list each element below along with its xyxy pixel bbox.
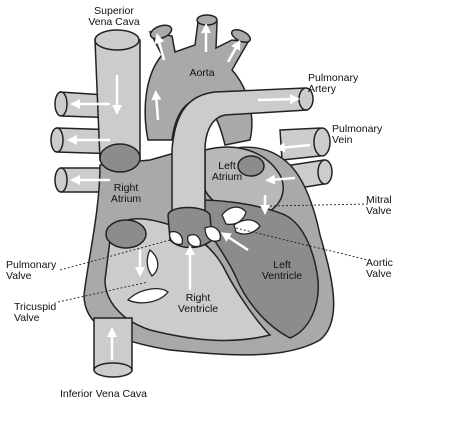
pointer-lines: [57, 203, 369, 303]
aortic-valve-leaflets: [204, 226, 221, 242]
right-pulmonary-veins: [279, 127, 333, 191]
label-pulmonary-artery: Pulmonary Artery: [308, 72, 359, 95]
mitral-valve-leaflet-2: [233, 219, 261, 235]
label-superior-vena-cava: Superior Vena Cava: [88, 5, 140, 28]
label-tricuspid-valve: Tricuspid Valve: [14, 301, 57, 324]
valves: [126, 206, 261, 304]
label-aorta: Aorta: [189, 67, 215, 79]
flow-arrows: [67, 23, 311, 360]
label-pulmonary-vein: Pulmonary Vein: [332, 123, 383, 146]
mitral-valve-leaflets: [221, 206, 247, 226]
right-atrium-opening: [105, 219, 147, 249]
label-inferior-vena-cava: Inferior Vena Cava: [60, 388, 147, 400]
pulmonary-valve-leaflet-2: [187, 234, 202, 248]
label-left-atrium: Left Atrium: [211, 160, 243, 183]
pulmonary-vein-opening: [237, 155, 265, 177]
inferior-vena-cava-bottom: [93, 362, 133, 378]
pulmonary-valve-leaflets: [169, 230, 184, 246]
superior-vena-cava-opening: [99, 143, 141, 173]
label-mitral-valve: Mitral Valve: [366, 194, 392, 217]
superior-vena-cava-top: [94, 29, 140, 51]
aorta-branch-2: [196, 14, 218, 26]
label-right-ventricle: Right Ventricle: [177, 292, 219, 315]
label-right-atrium: Right Atrium: [110, 182, 142, 205]
label-aortic-valve: Aortic Valve: [366, 257, 393, 280]
label-left-ventricle: Left Ventricle: [261, 259, 303, 282]
tricuspid-valve-leaflets: [126, 288, 169, 304]
right-ventricle-region: [104, 218, 272, 342]
label-pulmonary-valve: Pulmonary Valve: [6, 259, 57, 282]
tricuspid-valve-leaflet-2: [146, 248, 159, 277]
